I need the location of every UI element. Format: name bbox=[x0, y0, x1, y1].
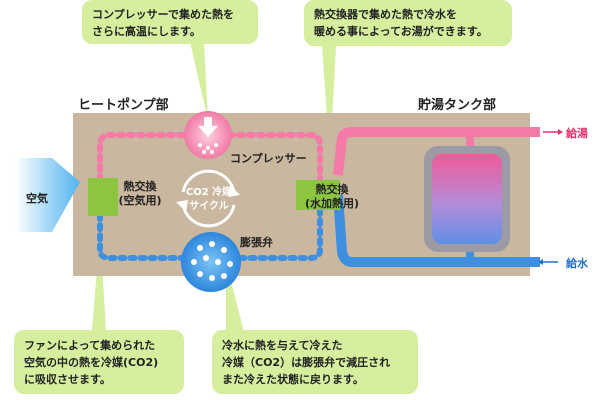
compressor-callout: コンプレッサーで集めた熱を さらに高温にします。 bbox=[82, 0, 258, 44]
co2-cycle-label: CO2 冷媒 サイクル bbox=[178, 186, 240, 214]
compressor-callout-tail bbox=[190, 42, 208, 120]
air-heat-exchanger bbox=[88, 178, 118, 216]
air-exchanger-label-line2: (空気用) bbox=[118, 194, 162, 207]
water-exchanger-label-line1: 熱交換 bbox=[315, 183, 349, 196]
expansion-callout-line1: 冷水に熱を与えて冷えた bbox=[222, 339, 343, 352]
air-flow-arrow bbox=[15, 158, 80, 232]
exchanger-water-callout: 熱交換器で集めた熱で冷水を 暖める事によってお湯ができます。 bbox=[304, 0, 512, 46]
exchanger-callout-tail bbox=[322, 46, 336, 160]
co2-cycle-label-line1: CO2 冷媒 bbox=[185, 187, 233, 198]
exchanger-water-callout-line1: 熱交換器で集めた熱で冷水を bbox=[314, 8, 457, 21]
fan-callout-line1: ファンによって集められた bbox=[24, 339, 156, 352]
compressor-callout-line2: さらに高温にします。 bbox=[92, 25, 201, 38]
expansion-callout-line3: また冷えた状態に戻ります。 bbox=[222, 373, 364, 386]
tank-title: 貯湯タンク部 bbox=[418, 98, 497, 113]
tank-inner bbox=[432, 154, 502, 244]
expansion-callout-line2: 冷媒（CO2）は膨張弁で減圧され bbox=[222, 356, 391, 369]
co2-cycle-label-line2: サイクル bbox=[189, 201, 229, 212]
air-label: 空気 bbox=[26, 192, 48, 205]
fan-callout-line2: 空気の中の熱を冷媒(CO2) bbox=[24, 356, 159, 369]
hot-water-pipe bbox=[333, 127, 540, 176]
cycle-arrow-top bbox=[181, 169, 236, 193]
expansion-valve-label: 膨張弁 bbox=[240, 236, 273, 249]
water-exchanger-label-line2: (水加熱用) bbox=[304, 197, 360, 210]
compressor-label: コンプレッサー bbox=[230, 152, 307, 165]
fan-callout-tail bbox=[92, 232, 106, 330]
water-in-label: 給水 bbox=[566, 257, 588, 270]
expansion-callout: 冷水に熱を与えて冷えた 冷媒（CO2）は膨張弁で減圧され また冷えた状態に戻りま… bbox=[212, 330, 418, 394]
water-heat-exchanger bbox=[296, 180, 340, 210]
exchanger-water-callout-line2: 暖める事によってお湯ができます。 bbox=[314, 25, 488, 38]
cold-water-pipe bbox=[333, 194, 540, 267]
heat-pump-title: ヒートポンプ部 bbox=[78, 98, 169, 113]
air-exchanger-label: 熱交換 (空気用) bbox=[112, 180, 168, 208]
fan-callout-line3: に吸収させます。 bbox=[24, 373, 111, 386]
fan-callout: ファンによって集められた 空気の中の熱を冷媒(CO2) に吸収させます。 bbox=[14, 330, 184, 394]
hot-water-out-label: 給湯 bbox=[566, 127, 588, 140]
compressor-callout-line1: コンプレッサーで集めた熱を bbox=[92, 8, 235, 21]
air-exchanger-label-line1: 熱交換 bbox=[123, 180, 157, 193]
cycle-arrow-bottom bbox=[181, 204, 236, 228]
water-exchanger-label: 熱交換 (水加熱用) bbox=[290, 183, 374, 211]
